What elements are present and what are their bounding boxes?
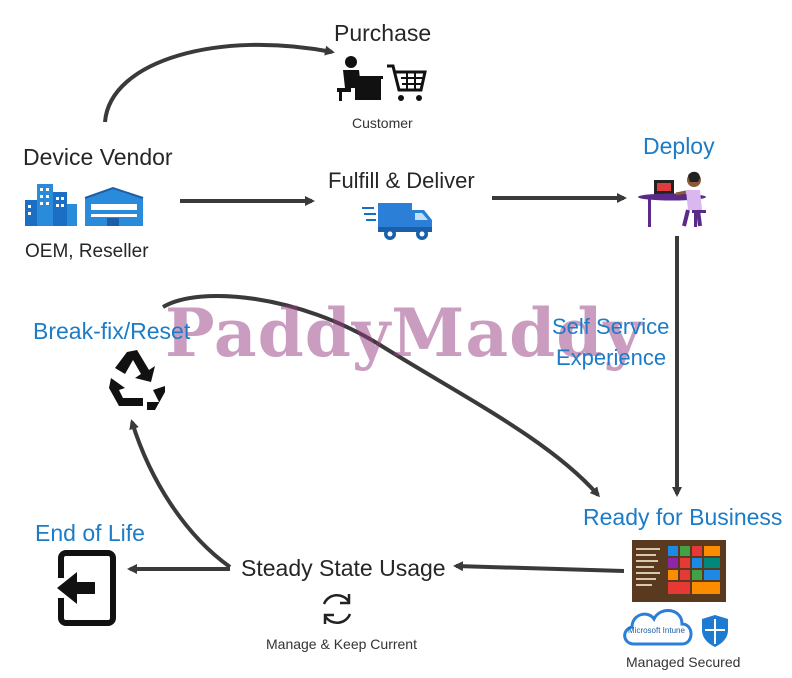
ready-subtitle: Managed Secured xyxy=(626,654,741,670)
arrow-breakfix-to-ready xyxy=(161,293,600,498)
shield-icon xyxy=(702,615,728,647)
self-service-line2: Experience xyxy=(556,345,667,370)
recycle-icon xyxy=(109,350,165,410)
buildings-icon xyxy=(25,184,144,226)
arrow-steady-to-breakfix xyxy=(129,419,232,569)
customer-cart-icon xyxy=(337,56,427,101)
exit-icon xyxy=(55,550,116,626)
end-of-life-title: End of Life xyxy=(35,520,145,546)
person-at-desk-icon xyxy=(638,171,706,227)
arrow-vendor-to-purchase xyxy=(103,42,335,123)
deploy-title: Deploy xyxy=(643,133,715,159)
arrow-ready-to-steady xyxy=(453,561,625,573)
steady-subtitle: Manage & Keep Current xyxy=(266,636,417,652)
vendor-title: Device Vendor xyxy=(23,144,173,170)
watermark: PaddyMaddy xyxy=(165,294,643,372)
self-service-line1: Self Service xyxy=(552,314,670,339)
ready-title: Ready for Business xyxy=(583,504,783,530)
intune-label: Microsoft Intune xyxy=(628,626,685,635)
purchase-title: Purchase xyxy=(334,20,432,46)
start-screen-icon xyxy=(632,540,726,602)
steady-title: Steady State Usage xyxy=(241,555,446,581)
vendor-subtitle: OEM, Reseller xyxy=(25,241,149,262)
cloud-icon xyxy=(623,609,693,646)
delivery-truck-icon xyxy=(362,203,432,240)
refresh-icon xyxy=(322,594,352,624)
fulfill-title: Fulfill & Deliver xyxy=(328,168,475,193)
purchase-subtitle: Customer xyxy=(352,115,413,131)
break-fix-title: Break-fix/Reset xyxy=(33,318,191,344)
